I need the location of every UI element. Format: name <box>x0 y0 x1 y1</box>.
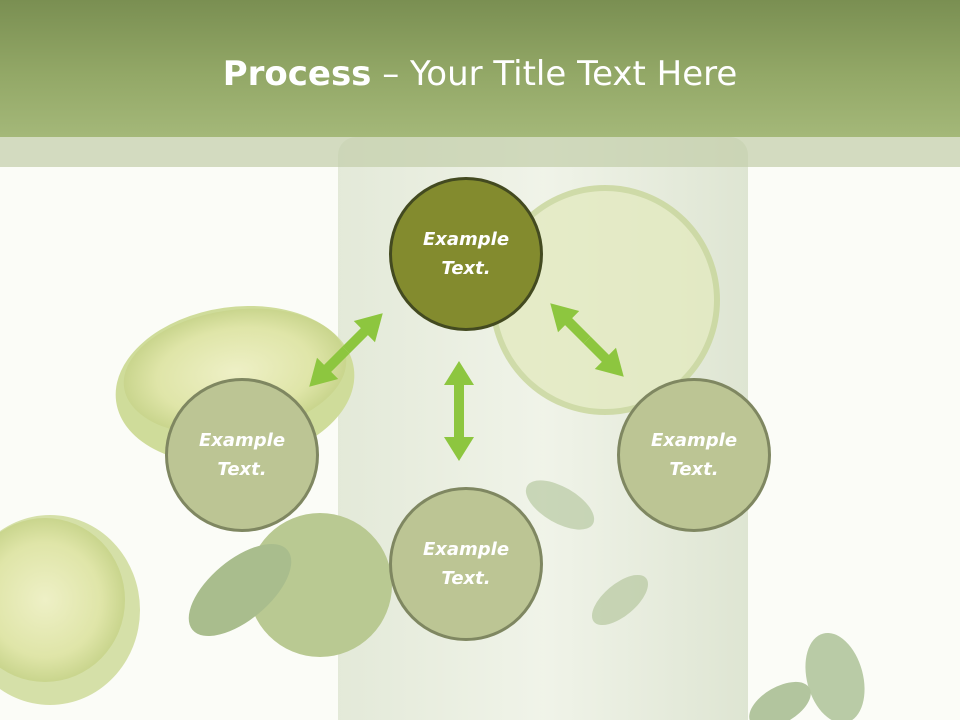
node-left-line2: Text. <box>217 459 267 480</box>
header-band <box>0 137 960 167</box>
slide-title: Process – Your Title Text Here <box>0 52 960 96</box>
node-top-line1: Example <box>422 229 510 250</box>
node-left-line1: Example <box>198 430 286 451</box>
node-bottom-line2: Text. <box>441 568 491 589</box>
process-node-top: Example Text. <box>389 177 543 331</box>
node-bottom-line1: Example <box>422 539 510 560</box>
double-arrow-left <box>309 313 383 387</box>
process-node-right: Example Text. <box>617 378 771 532</box>
double-arrow-down <box>444 361 474 461</box>
node-right-line1: Example <box>650 430 738 451</box>
process-node-left: Example Text. <box>165 378 319 532</box>
title-bold: Process <box>222 54 372 94</box>
node-top-line2: Text. <box>441 258 491 279</box>
title-rest: – Your Title Text Here <box>371 54 738 94</box>
node-right-line2: Text. <box>669 459 719 480</box>
double-arrow-right <box>550 303 624 377</box>
process-node-bottom: Example Text. <box>389 487 543 641</box>
header-bar <box>0 0 960 137</box>
